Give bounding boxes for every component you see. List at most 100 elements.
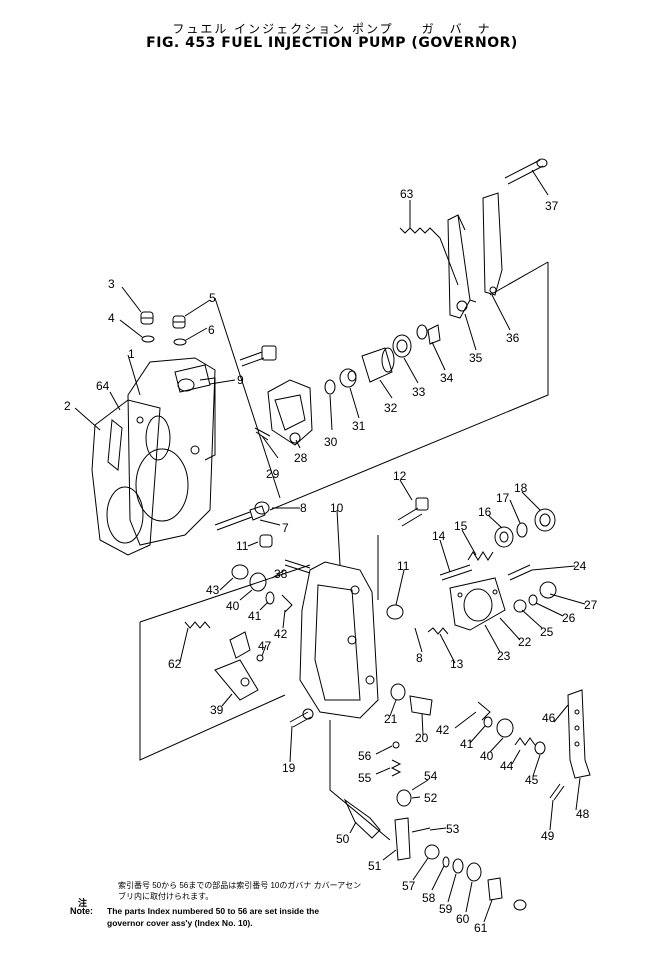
callout-37: 37 (545, 199, 559, 213)
callout-54: 54 (424, 769, 438, 783)
guide-line (489, 261, 549, 296)
callout-24: 24 (573, 559, 587, 573)
lever-48 (567, 689, 591, 779)
washer-4 (141, 335, 155, 343)
callout-14: 14 (432, 529, 446, 543)
callout-38: 38 (274, 567, 288, 581)
callout-17: 17 (496, 491, 510, 505)
guide-line (139, 622, 286, 761)
washer-41-upper (265, 591, 275, 605)
bracket-28 (267, 379, 313, 446)
plug-3 (140, 311, 154, 325)
washer-17 (516, 522, 528, 538)
callout-16: 16 (478, 505, 492, 519)
spring-15 (467, 551, 494, 561)
callout-30: 30 (324, 435, 338, 449)
bush-40-upper (249, 572, 267, 592)
washer-58 (442, 856, 450, 868)
screw-24 (507, 564, 533, 581)
callout-26: 26 (562, 611, 576, 625)
callout-3: 3 (108, 277, 115, 291)
callout-6: 6 (208, 323, 215, 337)
callout-41-lower: 41 (460, 737, 474, 751)
callout-49: 49 (541, 829, 555, 843)
washer-21 (390, 683, 406, 701)
callout-8-upper: 8 (300, 501, 307, 515)
callout-35: 35 (469, 351, 483, 365)
callout-34: 34 (440, 371, 454, 385)
callout-55: 55 (358, 771, 372, 785)
callout-64: 64 (96, 379, 110, 393)
callout-15: 15 (454, 519, 468, 533)
callout-25: 25 (540, 625, 554, 639)
callout-7: 7 (282, 521, 289, 535)
washer-41-lower (483, 716, 493, 728)
lever-39 (214, 631, 259, 701)
callout-27: 27 (584, 598, 598, 612)
callout-63: 63 (400, 187, 414, 201)
nut-52 (396, 789, 412, 807)
callout-57: 57 (402, 879, 416, 893)
lever-51 (394, 817, 411, 861)
pin-47 (256, 654, 264, 662)
cap-nut-18 (534, 508, 556, 532)
callout-2: 2 (64, 399, 71, 413)
nut-60 (466, 862, 482, 882)
callout-43: 43 (206, 583, 220, 597)
note-english-line1: The parts Index numbered 50 to 56 are se… (107, 906, 320, 916)
note-english-line2: governor cover ass'y (Index No. 10). (107, 918, 253, 928)
spacer-34 (416, 324, 441, 345)
bolt-9 (239, 345, 277, 367)
callout-19: 19 (282, 761, 296, 775)
screw-57 (424, 844, 440, 860)
pin-29 (254, 427, 271, 441)
bolt-12 (397, 497, 429, 527)
governor-cover (299, 561, 379, 719)
collar-31 (339, 368, 357, 388)
plug-11-upper (259, 534, 273, 548)
washer-26 (528, 594, 538, 606)
callout-45: 45 (525, 773, 539, 787)
note-label-japanese: 注 (78, 898, 88, 908)
guide-line (214, 297, 281, 499)
callout-58: 58 (422, 891, 436, 905)
lever-36 (482, 192, 503, 296)
callout-47: 47 (258, 639, 272, 653)
washer-59 (452, 858, 464, 874)
bolt-7 (214, 505, 266, 531)
callout-48: 48 (576, 807, 590, 821)
callout-40-upper: 40 (226, 599, 240, 613)
bolt-49 (549, 783, 565, 801)
bush-32 (361, 347, 395, 383)
spring-62 (184, 621, 211, 629)
pin-56 (392, 741, 400, 749)
governor-housing (91, 357, 216, 556)
callout-32: 32 (384, 401, 398, 415)
bush-40-lower (496, 718, 514, 738)
shaft-38 (284, 559, 311, 574)
callout-22: 22 (518, 635, 532, 649)
cap-27 (539, 581, 557, 599)
callout-28: 28 (294, 451, 308, 465)
note-label-english: Note: (70, 906, 93, 916)
callout-40-lower: 40 (480, 749, 494, 763)
title-japanese: フュエル インジェクション ポンプ ガ バ ナ (172, 22, 492, 36)
callout-46: 46 (542, 711, 556, 725)
spring-55 (390, 759, 402, 777)
pin-53 (411, 827, 431, 833)
callout-18: 18 (514, 481, 528, 495)
callout-41-upper: 41 (248, 609, 262, 623)
callout-33: 33 (412, 385, 426, 399)
callout-42-upper: 42 (274, 627, 288, 641)
nut-25 (513, 599, 527, 613)
bearing-33 (392, 334, 412, 358)
callout-44: 44 (500, 759, 514, 773)
callout-29: 29 (266, 467, 280, 481)
pin-37 (504, 158, 548, 185)
snap-ring-42-lower (477, 701, 491, 721)
washer-8 (254, 501, 270, 515)
lever-35 (447, 214, 477, 319)
lever-61 (487, 877, 527, 911)
flange-22 (449, 577, 506, 631)
callout-9: 9 (237, 373, 244, 387)
